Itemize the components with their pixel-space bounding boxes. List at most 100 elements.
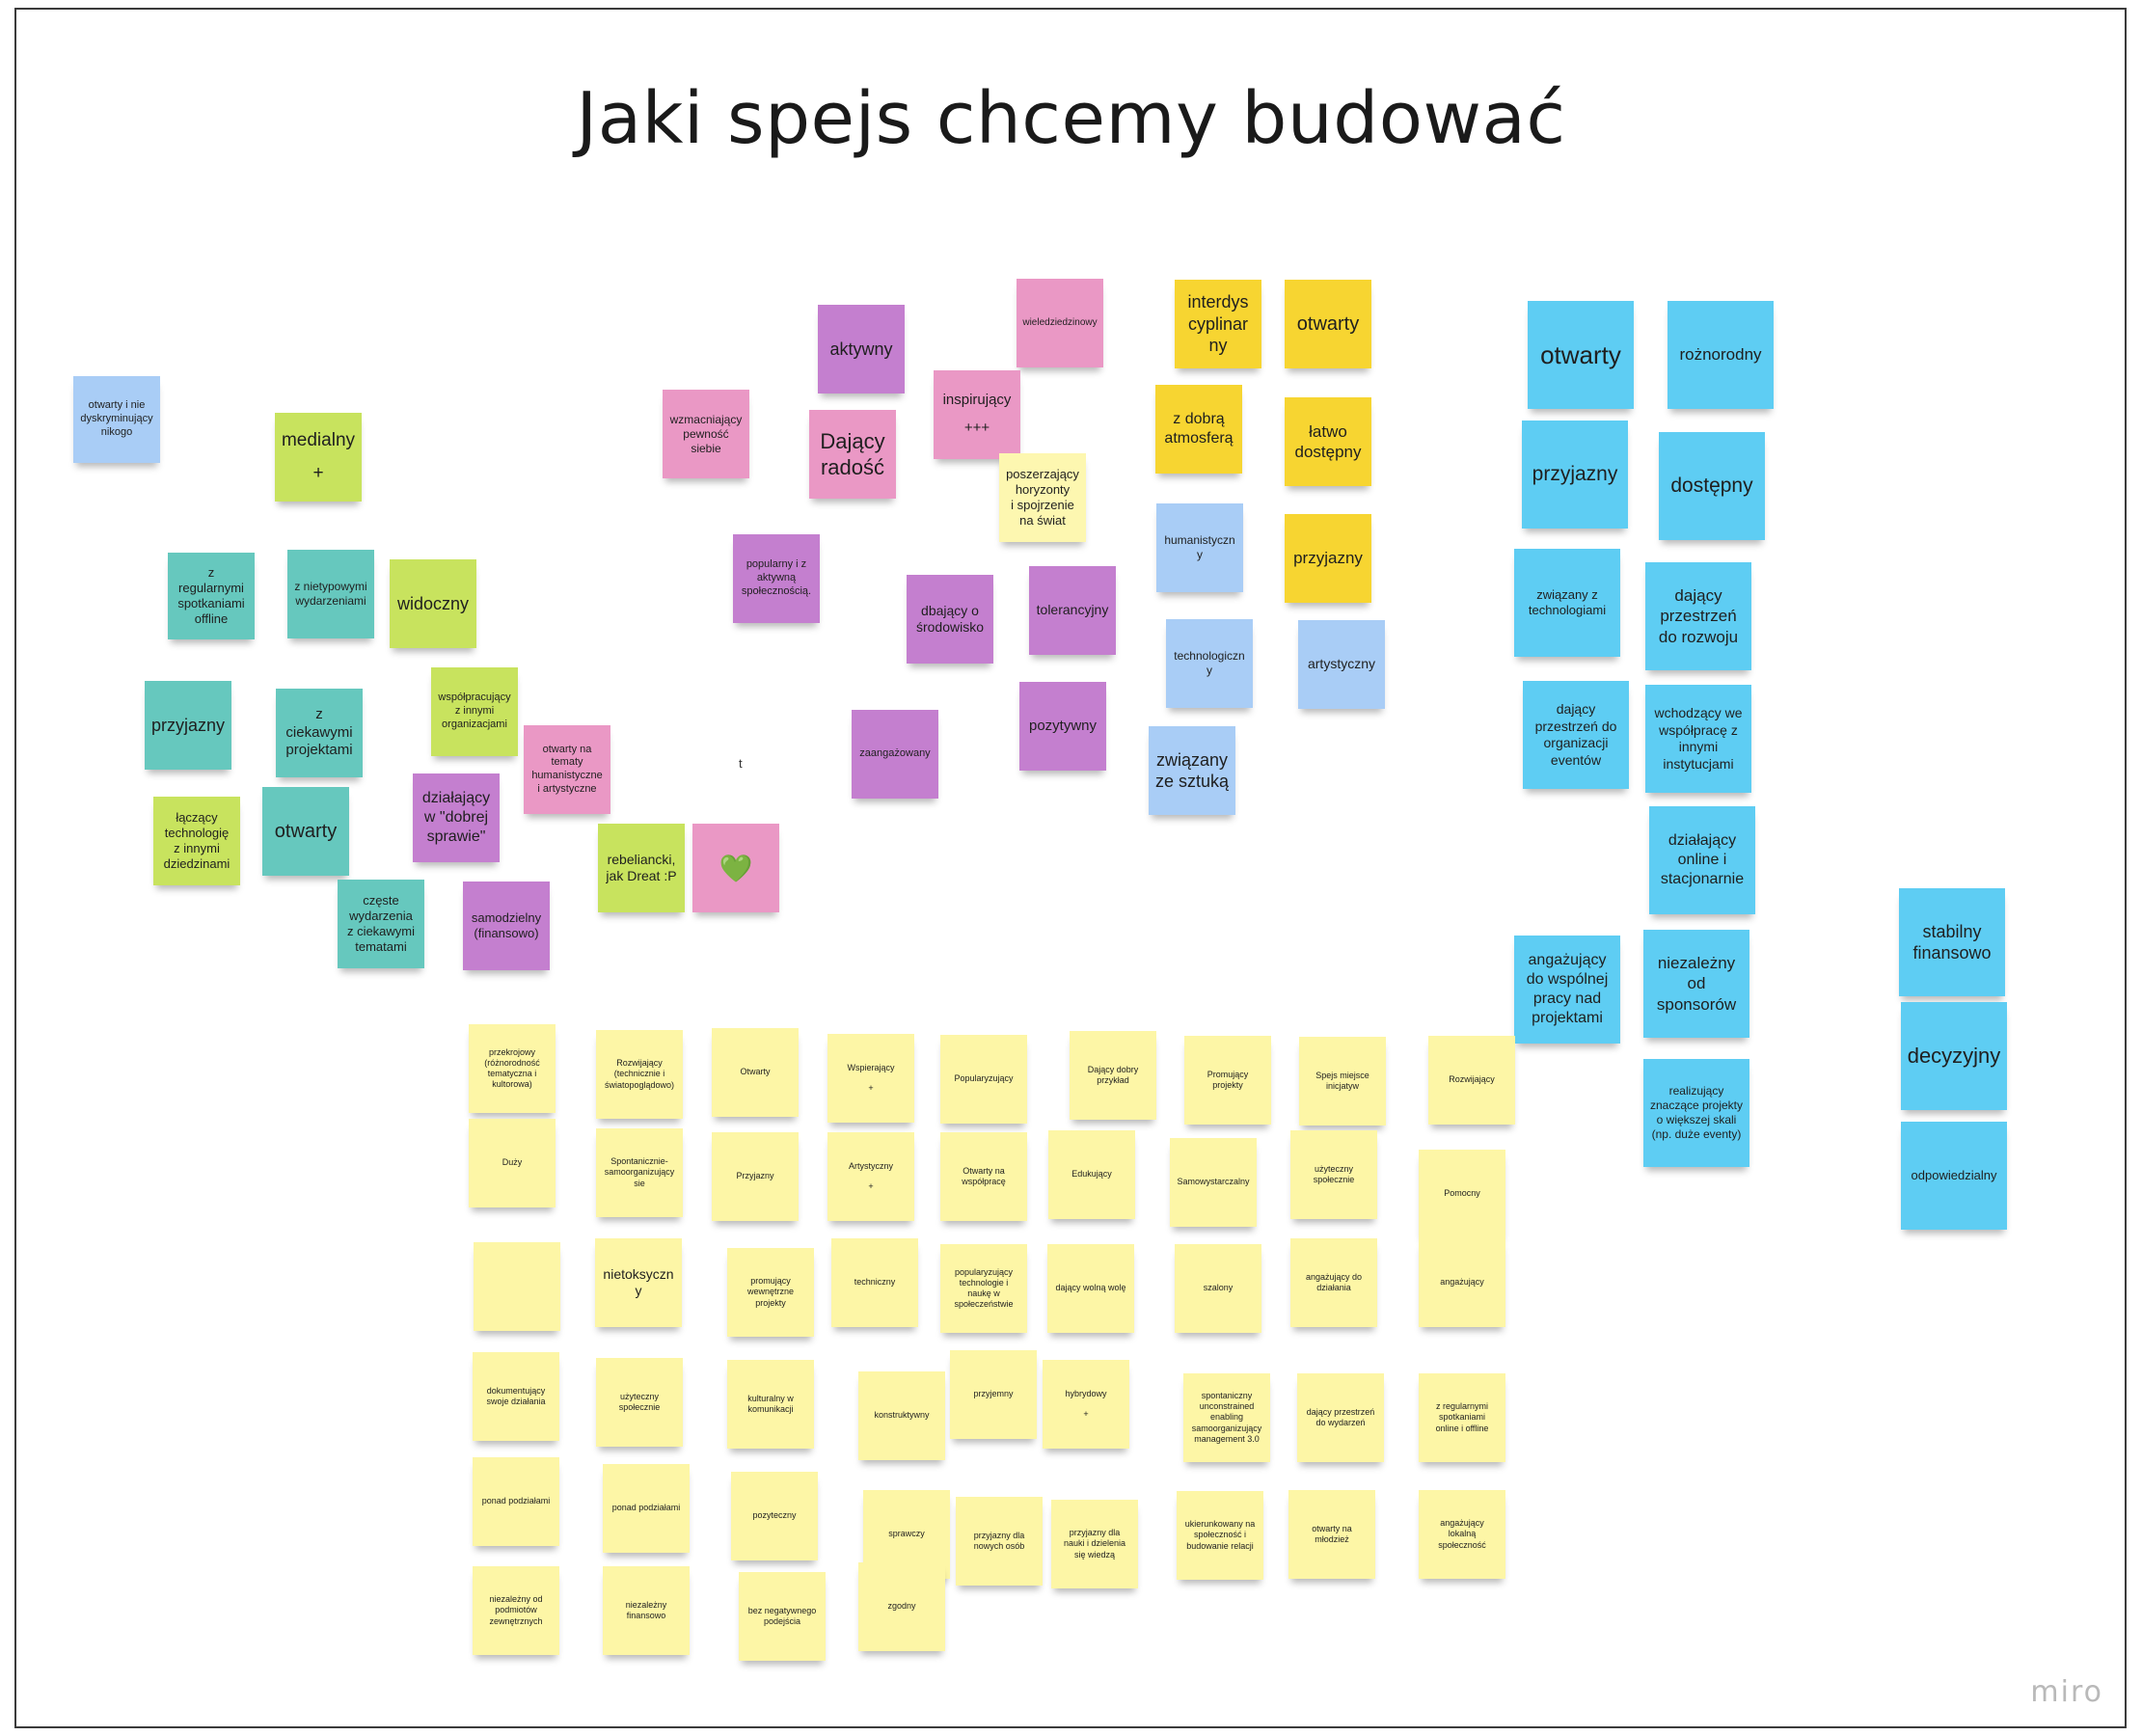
sticky-note[interactable]: decyzyjny	[1901, 1002, 2007, 1110]
sticky-note[interactable]: Spejs miejsce inicjatyw	[1299, 1037, 1386, 1126]
sticky-note[interactable]: ponad podziałami	[603, 1464, 690, 1553]
sticky-note[interactable]: dostępny	[1659, 432, 1765, 540]
sticky-note[interactable]: Samowystarczalny	[1170, 1138, 1257, 1227]
sticky-note[interactable]: wieledziedzinowy	[1017, 279, 1103, 367]
sticky-note[interactable]: związany ze sztuką	[1149, 726, 1235, 815]
sticky-note[interactable]: Popularyzujący	[940, 1035, 1027, 1124]
sticky-note[interactable]: działający w "dobrej sprawie"	[413, 773, 500, 862]
sticky-note[interactable]: dający przestrzeń do rozwoju	[1645, 562, 1751, 670]
sticky-note[interactable]: zgodny	[858, 1562, 945, 1651]
sticky-note[interactable]: niezależny finansowo	[603, 1566, 690, 1655]
sticky-note[interactable]: łatwo dostępny	[1285, 397, 1371, 486]
sticky-note[interactable]: pozytywny	[1019, 682, 1106, 771]
sticky-note[interactable]: z dobrą atmosferą	[1155, 385, 1242, 474]
sticky-note[interactable]: nietoksyczny	[595, 1238, 682, 1327]
sticky-note[interactable]: bez negatywnego podejścia	[739, 1572, 826, 1661]
sticky-note[interactable]: humanistyczny	[1156, 503, 1243, 592]
sticky-note[interactable]: rożnorodny	[1668, 301, 1774, 409]
sticky-note[interactable]	[474, 1242, 560, 1331]
sticky-note[interactable]: przyjazny	[145, 681, 231, 770]
sticky-note[interactable]: przyjazny dla nauki i dzielenia się wied…	[1051, 1500, 1138, 1588]
sticky-note[interactable]: otwarty	[1528, 301, 1634, 409]
sticky-note[interactable]: rebeliancki, jak Dreat :P	[598, 824, 685, 912]
sticky-note[interactable]: otwarty i nie dyskryminujący nikogo	[73, 376, 160, 463]
sticky-note[interactable]: Spontanicznie- samoorganizujący sie	[596, 1128, 683, 1217]
sticky-note[interactable]: konstruktywny	[858, 1371, 945, 1460]
sticky-note[interactable]: otwarty	[262, 787, 349, 876]
sticky-note[interactable]: kulturalny w komunikacji	[727, 1360, 814, 1449]
sticky-note[interactable]: Edukujący	[1048, 1130, 1135, 1219]
sticky-note[interactable]: użyteczny społecznie	[596, 1358, 683, 1447]
sticky-note[interactable]: Przyjazny	[712, 1132, 799, 1221]
sticky-note[interactable]: otwarty na młodzież	[1288, 1490, 1375, 1579]
sticky-note[interactable]: angażujący	[1419, 1238, 1505, 1327]
sticky-note[interactable]: Pomocny	[1419, 1150, 1505, 1238]
sticky-note[interactable]: dający wolną wolę	[1047, 1244, 1134, 1333]
sticky-note[interactable]: artystyczny	[1298, 620, 1385, 709]
sticky-note[interactable]: otwarty na tematy humanistyczne i artyst…	[524, 725, 610, 814]
sticky-note[interactable]: związany z technologiami	[1514, 549, 1620, 657]
sticky-note[interactable]: technologiczny	[1166, 619, 1253, 708]
sticky-note[interactable]: zaangażowany	[852, 710, 938, 799]
sticky-note[interactable]: łączący technologię z innymi dziedzinami	[153, 797, 240, 885]
sticky-note[interactable]: otwarty	[1285, 280, 1371, 368]
sticky-note[interactable]: spontaniczny unconstrained enabling samo…	[1183, 1373, 1270, 1462]
sticky-note[interactable]: niezależny od sponsorów	[1643, 930, 1749, 1038]
sticky-note[interactable]: medialny+	[275, 413, 362, 502]
sticky-note[interactable]: Wspierający+	[827, 1034, 914, 1123]
sticky-note[interactable]: angażujący do działania	[1290, 1238, 1377, 1327]
sticky-note[interactable]: techniczny	[831, 1238, 918, 1327]
sticky-note[interactable]: realizujący znaczące projekty o większej…	[1643, 1059, 1749, 1167]
sticky-note[interactable]: częste wydarzenia z ciekawymi tematami	[338, 880, 424, 968]
sticky-note[interactable]: przyjazny dla nowych osób	[956, 1497, 1043, 1586]
sticky-note[interactable]: Otwarty	[712, 1028, 799, 1117]
sticky-note[interactable]: z nietypowymi wydarzeniami	[287, 550, 374, 638]
sticky-note[interactable]: Otwarty na współpracę	[940, 1132, 1027, 1221]
sticky-note[interactable]: popularyzujący technologie i naukę w spo…	[940, 1244, 1027, 1333]
sticky-note[interactable]: wzmacniający pewność siebie	[663, 390, 749, 478]
sticky-note[interactable]: pozyteczny	[731, 1472, 818, 1560]
sticky-note[interactable]: z ciekawymi projektami	[276, 689, 363, 777]
sticky-note[interactable]: przyjazny	[1522, 420, 1628, 529]
sticky-note[interactable]: angażujący do wspólnej pracy nad projekt…	[1514, 936, 1620, 1044]
sticky-note[interactable]: stabilny finansowo	[1899, 888, 2005, 996]
sticky-note[interactable]: promujący wewnętrzne projekty	[727, 1248, 814, 1337]
sticky-note[interactable]: niezależny od podmiotów zewnętrznych	[473, 1566, 559, 1655]
sticky-note[interactable]: inspirujący+++	[934, 370, 1020, 459]
board-title[interactable]: Jaki spejs chcemy budować	[576, 77, 1566, 160]
sticky-note[interactable]: szalony	[1175, 1244, 1261, 1333]
sticky-note[interactable]: Duży	[469, 1119, 556, 1207]
sticky-note[interactable]: działający online i stacjonarnie	[1649, 806, 1755, 914]
sticky-note[interactable]: poszerzający horyzonty i spojrzenie na ś…	[999, 453, 1086, 542]
sticky-note[interactable]: przyjemny	[950, 1350, 1037, 1439]
sticky-note[interactable]: z regularnymi spotkaniami offline	[168, 553, 255, 639]
sticky-note[interactable]: współpracujący z innymi organizacjami	[431, 667, 518, 756]
sticky-note[interactable]: odpowiedzialny	[1901, 1122, 2007, 1230]
sticky-note[interactable]: angażujący lokalną społeczność	[1419, 1490, 1505, 1579]
sticky-note[interactable]: tolerancyjny	[1029, 566, 1116, 655]
sticky-note[interactable]: użyteczny społecznie	[1290, 1130, 1377, 1219]
sticky-note[interactable]: Rozwijający	[1428, 1036, 1515, 1125]
sticky-note[interactable]: przyjazny	[1285, 514, 1371, 603]
sticky-note[interactable]: aktywny	[818, 305, 905, 393]
sticky-note[interactable]: Promujący projekty	[1184, 1036, 1271, 1125]
sticky-note[interactable]: ponad podziałami	[473, 1457, 559, 1546]
sticky-note[interactable]: samodzielny (finansowo)	[463, 882, 550, 970]
sticky-note[interactable]: Rozwijający (technicznie i światopoglądo…	[596, 1030, 683, 1119]
sticky-note[interactable]: popularny i z aktywną społecznością.	[733, 534, 820, 623]
sticky-note[interactable]: dający przestrzeń do wydarzeń	[1297, 1373, 1384, 1462]
sticky-note[interactable]: dokumentujący swoje działania	[473, 1352, 559, 1441]
sticky-note[interactable]: Dający dobry przykład	[1070, 1031, 1156, 1120]
sticky-note[interactable]: dający przestrzeń do organizacji eventów	[1523, 681, 1629, 789]
sticky-note[interactable]: wchodzący we współpracę z innymi instytu…	[1645, 685, 1751, 793]
sticky-note[interactable]: przekrojowy (różnorodność tematyczna i k…	[469, 1024, 556, 1113]
sticky-note[interactable]: widoczny	[390, 559, 476, 648]
sticky-note[interactable]: Dający radość	[809, 410, 896, 499]
sticky-note[interactable]: z regularnymi spotkaniami online i offli…	[1419, 1373, 1505, 1462]
sticky-note[interactable]: dbający o środowisko	[907, 575, 993, 664]
sticky-note[interactable]: hybrydowy+	[1043, 1360, 1129, 1449]
sticky-note[interactable]: Artystyczny+	[827, 1132, 914, 1221]
stray-text[interactable]: t	[739, 756, 743, 771]
sticky-note[interactable]: interdys cyplinar ny	[1175, 280, 1261, 368]
sticky-note[interactable]: 💚	[692, 824, 779, 912]
